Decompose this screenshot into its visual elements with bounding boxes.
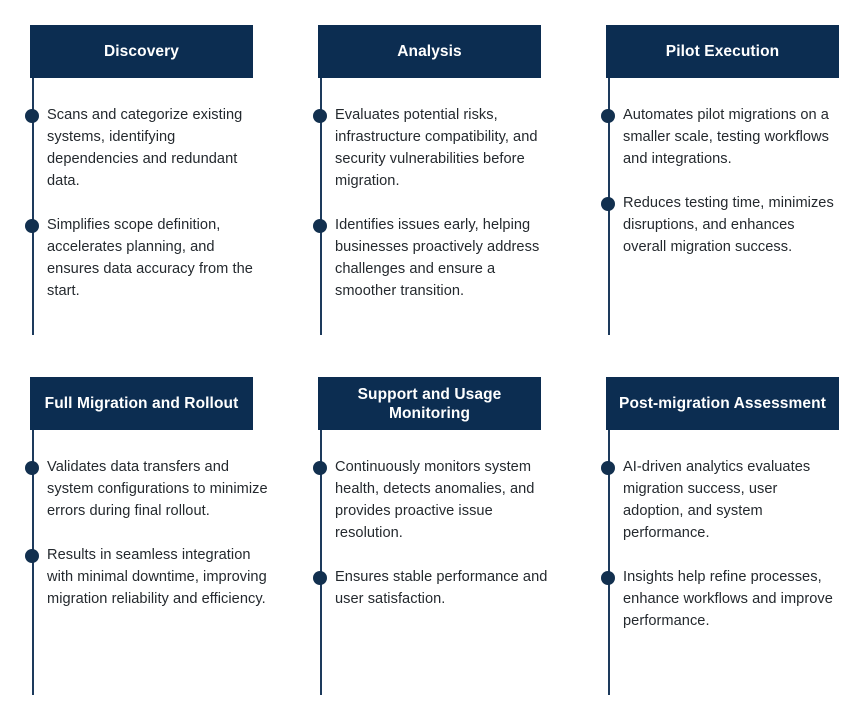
bullet-dot-icon xyxy=(25,549,39,563)
timeline-spine xyxy=(608,430,610,695)
bullet-item: Identifies issues early, helping busines… xyxy=(288,214,576,302)
bullet-item: Reduces testing time, minimizes disrupti… xyxy=(576,192,850,258)
timeline-spine xyxy=(320,430,322,695)
stage-bullet-list: Validates data transfers and system conf… xyxy=(0,456,288,610)
stage-title-pilot-execution: Pilot Execution xyxy=(606,25,839,78)
bullet-text: Identifies issues early, helping busines… xyxy=(335,217,540,299)
bullet-text: Reduces testing time, minimizes disrupti… xyxy=(623,195,834,255)
timeline-spine xyxy=(32,78,34,335)
stage-bullet-list: AI-driven analytics evaluates migration … xyxy=(576,456,850,632)
bullet-dot-icon xyxy=(313,571,327,585)
bullet-item: Insights help refine processes, enhance … xyxy=(576,566,850,632)
stage-card-discovery: Discovery Scans and categorize existing … xyxy=(0,0,288,352)
bullet-item: Scans and categorize existing systems, i… xyxy=(0,104,288,192)
bullet-item: AI-driven analytics evaluates migration … xyxy=(576,456,850,544)
bullet-text: Continuously monitors system health, det… xyxy=(335,459,535,541)
stage-card-pilot-execution: Pilot Execution Automates pilot migratio… xyxy=(576,0,850,352)
bullet-text: Validates data transfers and system conf… xyxy=(47,459,268,519)
bullet-dot-icon xyxy=(601,571,615,585)
bullet-text: AI-driven analytics evaluates migration … xyxy=(623,459,811,541)
bullet-item: Results in seamless integration with min… xyxy=(0,544,288,610)
bullet-dot-icon xyxy=(313,219,327,233)
bullet-text: Ensures stable performance and user sati… xyxy=(335,569,548,607)
bullet-text: Insights help refine processes, enhance … xyxy=(623,569,833,629)
bullet-item: Evaluates potential risks, infrastructur… xyxy=(288,104,576,192)
stage-card-analysis: Analysis Evaluates potential risks, infr… xyxy=(288,0,576,352)
stage-title-post-migration-assessment: Post-migration Assessment xyxy=(606,377,839,430)
timeline-spine xyxy=(320,78,322,335)
stage-bullet-list: Scans and categorize existing systems, i… xyxy=(0,104,288,302)
bullet-item: Simplifies scope definition, accelerates… xyxy=(0,214,288,302)
stage-bullet-list: Evaluates potential risks, infrastructur… xyxy=(288,104,576,302)
bullet-dot-icon xyxy=(313,461,327,475)
bullet-dot-icon xyxy=(25,219,39,233)
bullet-text: Evaluates potential risks, infrastructur… xyxy=(335,107,538,189)
bullet-text: Simplifies scope definition, accelerates… xyxy=(47,217,253,299)
bullet-text: Scans and categorize existing systems, i… xyxy=(47,107,243,189)
stage-card-post-migration-assessment: Post-migration Assessment AI-driven anal… xyxy=(576,352,850,704)
bullet-item: Validates data transfers and system conf… xyxy=(0,456,288,522)
bullet-item: Ensures stable performance and user sati… xyxy=(288,566,576,610)
stage-card-full-migration-and-rollout: Full Migration and Rollout Validates dat… xyxy=(0,352,288,704)
bullet-dot-icon xyxy=(25,109,39,123)
bullet-dot-icon xyxy=(601,461,615,475)
stage-bullet-list: Automates pilot migrations on a smaller … xyxy=(576,104,850,258)
bullet-text: Results in seamless integration with min… xyxy=(47,547,267,607)
stage-card-support-and-usage-monitoring: Support and Usage Monitoring Continuousl… xyxy=(288,352,576,704)
bullet-dot-icon xyxy=(601,197,615,211)
stage-title-discovery: Discovery xyxy=(30,25,253,78)
stage-title-support-and-usage-monitoring: Support and Usage Monitoring xyxy=(318,377,541,430)
stage-title-analysis: Analysis xyxy=(318,25,541,78)
bullet-dot-icon xyxy=(313,109,327,123)
bullet-dot-icon xyxy=(25,461,39,475)
bullet-item: Continuously monitors system health, det… xyxy=(288,456,576,544)
bullet-dot-icon xyxy=(601,109,615,123)
stage-bullet-list: Continuously monitors system health, det… xyxy=(288,456,576,610)
bullet-item: Automates pilot migrations on a smaller … xyxy=(576,104,850,170)
stage-title-full-migration-and-rollout: Full Migration and Rollout xyxy=(30,377,253,430)
bullet-text: Automates pilot migrations on a smaller … xyxy=(623,107,829,167)
